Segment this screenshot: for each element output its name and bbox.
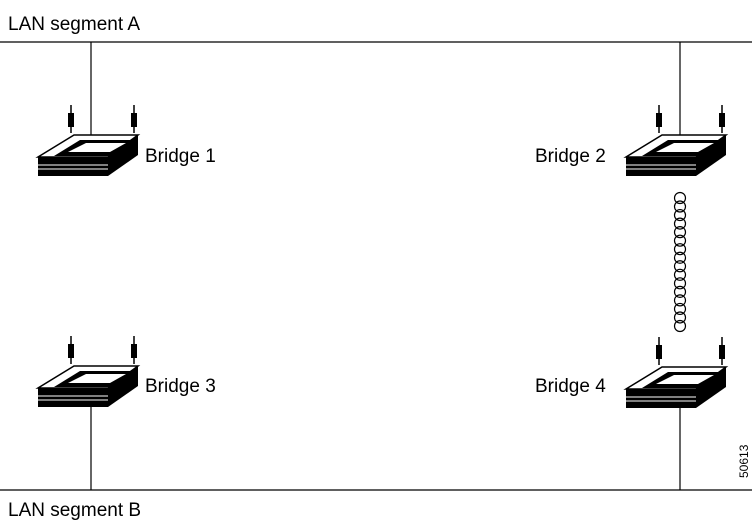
- wireless-link-coil: [673, 191, 687, 333]
- bridge-icon: [625, 336, 727, 409]
- bridge-4-label: Bridge 4: [535, 376, 606, 397]
- lan-segment-b-label: LAN segment B: [8, 500, 141, 521]
- bridge-icon: [37, 335, 139, 408]
- figure-id: 50613: [737, 444, 751, 478]
- coil-loop: [673, 208, 687, 222]
- bridge-1: Bridge 1: [37, 104, 216, 177]
- coil-loop: [673, 260, 687, 273]
- coil-loop: [673, 191, 687, 205]
- coil-loop: [673, 200, 687, 213]
- bridge-2: Bridge 2: [535, 104, 727, 177]
- coil-loop: [673, 251, 687, 264]
- coil-loop: [673, 302, 687, 316]
- coil-loop: [673, 319, 687, 333]
- coil-loop: [673, 268, 687, 281]
- coil-loop: [673, 217, 687, 230]
- bridge-1-label: Bridge 1: [145, 146, 216, 167]
- bridge-icon: [37, 104, 139, 177]
- coil-loop: [673, 234, 687, 247]
- bridge-3: Bridge 3: [37, 335, 216, 408]
- bridge-4: Bridge 4: [535, 336, 727, 409]
- bridge-icon: [625, 104, 727, 177]
- coil-loop: [673, 277, 687, 290]
- coil-loop: [673, 226, 687, 239]
- coil-loop: [673, 294, 687, 307]
- coil-loop: [673, 285, 687, 298]
- lan-segment-a-label: LAN segment A: [8, 14, 140, 35]
- coil-loop: [673, 311, 687, 324]
- coil-loop: [673, 243, 687, 256]
- bridge-2-label: Bridge 2: [535, 146, 606, 167]
- bridge-3-label: Bridge 3: [145, 376, 216, 397]
